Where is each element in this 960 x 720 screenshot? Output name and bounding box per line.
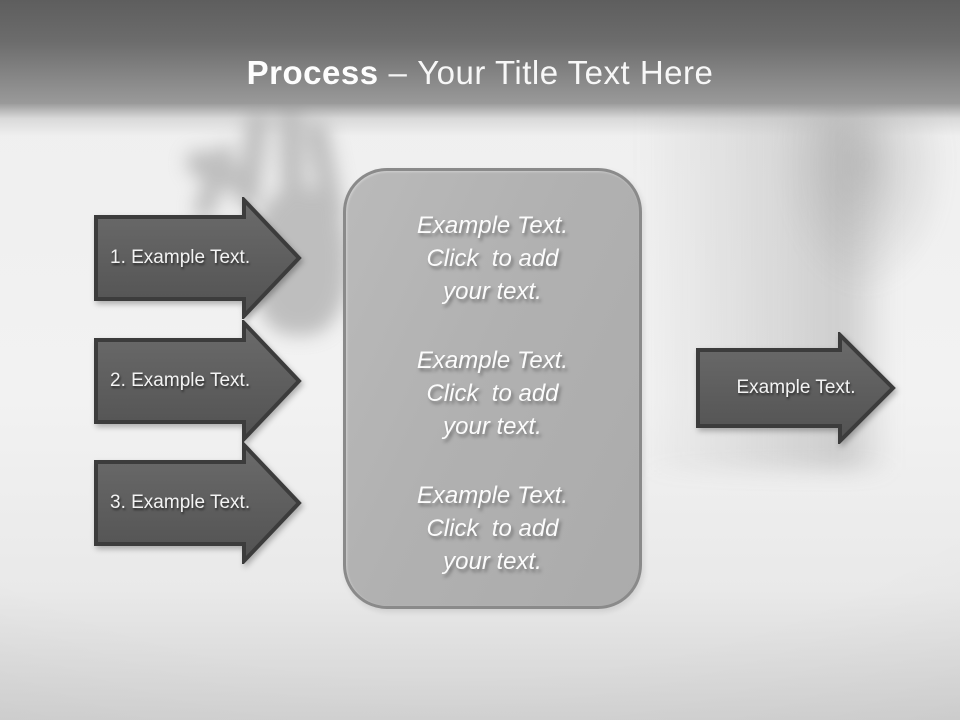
- slide-title[interactable]: Process–Your Title Text Here: [0, 54, 960, 92]
- arrow-right-shape: [94, 320, 302, 442]
- hand-shadow-finger: [304, 117, 346, 227]
- step-1-label: 1. Example Text.: [110, 247, 251, 268]
- box-paragraph-1[interactable]: Example Text. Click to add your text.: [416, 212, 569, 305]
- process-step-arrow-3[interactable]: 3. Example Text.: [94, 442, 302, 564]
- header-band: [0, 0, 960, 104]
- hand-shadow-thumb: [182, 145, 266, 203]
- soft-shadow-right-top: [780, 95, 950, 295]
- arrow-right-shape: [94, 442, 302, 564]
- box-paragraph-2[interactable]: Example Text. Click to add your text.: [416, 347, 569, 440]
- step-2-label: 2. Example Text.: [110, 370, 251, 391]
- center-text-box[interactable]: Example Text. Click to add your text. Ex…: [343, 168, 642, 609]
- step-3-label: 3. Example Text.: [110, 492, 251, 513]
- box-paragraph-3[interactable]: Example Text. Click to add your text.: [416, 482, 569, 575]
- header-fade: [0, 104, 960, 136]
- output-arrow-label: Example Text.: [736, 377, 856, 398]
- title-separator: –: [388, 54, 408, 91]
- arrow-right-shape: [696, 332, 896, 444]
- output-arrow[interactable]: Example Text.: [696, 332, 896, 444]
- hand-shadow-finger: [235, 106, 271, 210]
- process-step-arrow-2[interactable]: 2. Example Text.: [94, 320, 302, 442]
- process-step-arrow-1[interactable]: 1. Example Text.: [94, 197, 302, 319]
- title-emphasis: Process: [246, 54, 379, 91]
- title-text: Your Title Text Here: [417, 54, 714, 91]
